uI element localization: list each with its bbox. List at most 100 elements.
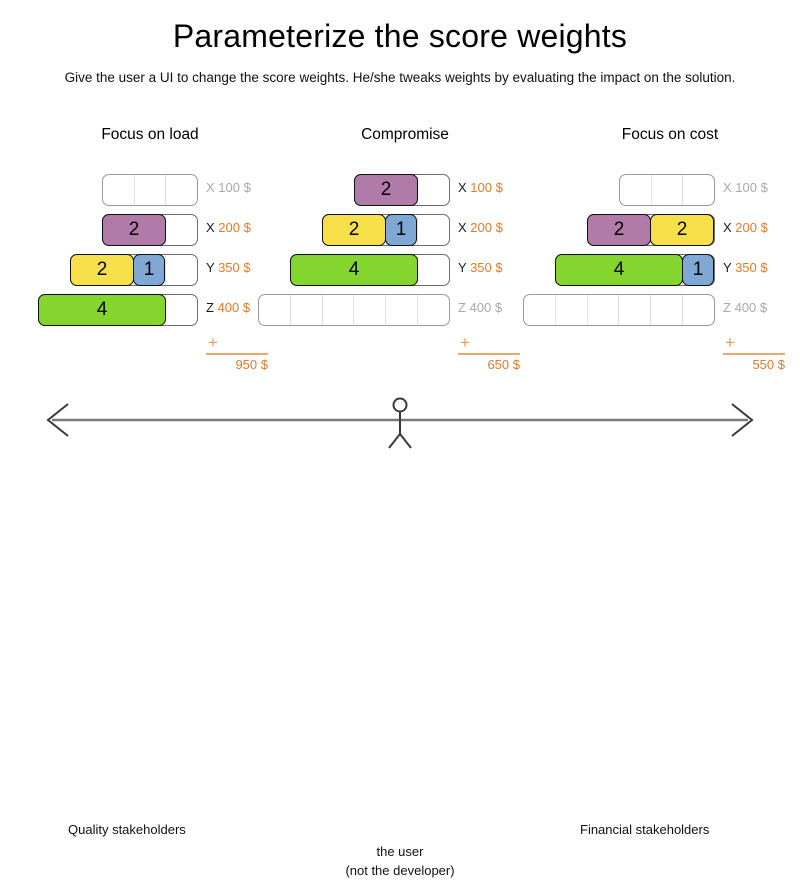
weight-row-letter: X: [458, 220, 467, 235]
weight-track-cell[interactable]: [418, 295, 449, 325]
weight-track-cell[interactable]: [166, 175, 197, 205]
weight-track-cell[interactable]: [556, 295, 588, 325]
weight-row-price: 200 $: [218, 220, 251, 235]
weight-track-cell[interactable]: [166, 215, 197, 245]
weight-segment-green[interactable]: 4: [290, 254, 418, 286]
weight-row-letter: X: [206, 180, 215, 195]
weight-track-cell[interactable]: [652, 175, 684, 205]
weight-row-label: X 200 $: [206, 220, 251, 235]
weight-row-letter: Z: [723, 300, 731, 315]
weight-track-wrap: 2: [354, 174, 450, 206]
weight-row-label: X 100 $: [458, 180, 503, 195]
total-plus-sign: +: [725, 333, 735, 352]
weight-slider-track[interactable]: [102, 174, 198, 206]
weight-segment-green[interactable]: 4: [38, 294, 166, 326]
weight-slider-track[interactable]: [523, 294, 715, 326]
weight-row-price: 100 $: [470, 180, 503, 195]
user-stick-figure-icon: [388, 397, 412, 449]
weight-track-wrap: [619, 174, 715, 206]
weight-track-wrap: 4: [38, 294, 198, 326]
weight-row-label: Y 350 $: [206, 260, 251, 275]
weight-track-cell[interactable]: [166, 295, 197, 325]
scenario-total: +550 $: [723, 333, 800, 372]
weight-track-cell[interactable]: [135, 175, 167, 205]
weight-track-cell[interactable]: [354, 295, 387, 325]
weight-segment-blue[interactable]: 1: [682, 254, 714, 286]
weight-row-label: X 200 $: [723, 220, 768, 235]
weight-row-letter: Y: [206, 260, 215, 275]
weight-row-letter: X: [723, 180, 732, 195]
weight-segment-purple[interactable]: 2: [354, 174, 418, 206]
axis-label-center-line2: (not the developer): [345, 863, 455, 878]
weight-track-cell[interactable]: [418, 215, 449, 245]
weight-row-price: 200 $: [735, 220, 768, 235]
weight-track-cell[interactable]: [418, 175, 449, 205]
weight-row[interactable]: X 100 $: [540, 170, 800, 210]
total-sum: 550 $: [752, 357, 785, 372]
axis-label-right: Financial stakeholders: [580, 822, 710, 837]
weight-slider-track[interactable]: [258, 294, 450, 326]
weight-track-cell[interactable]: [619, 295, 652, 325]
total-sum: 650 $: [487, 357, 520, 372]
weight-row-label: Y 350 $: [723, 260, 768, 275]
total-sum: 950 $: [235, 357, 268, 372]
weight-track-cell[interactable]: [418, 255, 449, 285]
weight-track-cell[interactable]: [683, 175, 714, 205]
weight-track-wrap: [102, 174, 198, 206]
slide-subtitle: Give the user a UI to change the score w…: [64, 70, 736, 85]
weight-row-price: 100 $: [735, 180, 768, 195]
weight-segment-purple[interactable]: 2: [587, 214, 651, 246]
weight-row-price: 350 $: [218, 260, 251, 275]
axis-label-center: the user (not the developer): [0, 842, 800, 880]
weight-segment-purple[interactable]: 2: [102, 214, 166, 246]
weight-slider-track[interactable]: [619, 174, 715, 206]
total-plus-sign: +: [208, 333, 218, 352]
weight-row-label: X 100 $: [206, 180, 251, 195]
weight-track-cell[interactable]: [135, 255, 167, 285]
weight-row-price: 400 $: [217, 300, 251, 315]
weight-track-cell[interactable]: [588, 295, 620, 325]
weight-segment-blue[interactable]: 1: [385, 214, 417, 246]
weight-row-letter: X: [206, 220, 215, 235]
weight-track-cell[interactable]: [683, 295, 714, 325]
weight-segment-yellow[interactable]: 2: [70, 254, 134, 286]
weight-row[interactable]: Z 400 $: [523, 290, 800, 330]
weight-row[interactable]: X 100 $: [20, 170, 280, 210]
weight-track-cell[interactable]: [166, 255, 197, 285]
weight-row[interactable]: Z 400 $: [258, 290, 535, 330]
axis-arrow-right-icon: [731, 403, 754, 437]
weight-track-cell[interactable]: [259, 295, 291, 325]
weight-track-cell[interactable]: [387, 215, 419, 245]
weight-row-letter: X: [723, 220, 732, 235]
weight-track-cell[interactable]: [651, 295, 684, 325]
weight-track-cell[interactable]: [386, 295, 419, 325]
weight-track-cell[interactable]: [323, 295, 355, 325]
weight-segment-yellow[interactable]: 2: [650, 214, 714, 246]
weight-track-cell[interactable]: [103, 175, 135, 205]
weight-segment-blue[interactable]: 1: [133, 254, 165, 286]
weight-row[interactable]: 2 X 200 $: [20, 210, 280, 250]
weight-track-cell[interactable]: [524, 295, 556, 325]
total-rule: [458, 353, 520, 355]
weight-row[interactable]: 2 X 100 $: [275, 170, 535, 210]
weight-row-label: Z 400 $: [458, 300, 502, 315]
weight-track-cell[interactable]: [291, 295, 323, 325]
axis-arrow-left-icon: [46, 403, 69, 437]
weight-track-cell[interactable]: [620, 175, 652, 205]
weight-row-label: Z 400 $: [723, 300, 767, 315]
weight-segment-yellow[interactable]: 2: [322, 214, 386, 246]
weight-segment-green[interactable]: 4: [555, 254, 683, 286]
